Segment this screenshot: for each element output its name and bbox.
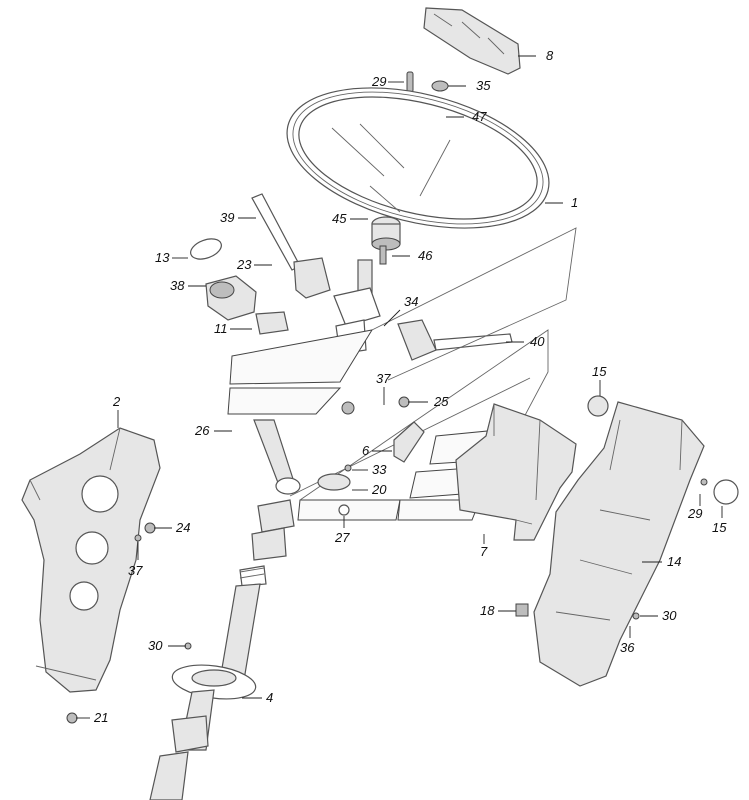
callout-label-c30a: 30 [662,608,677,623]
part-29-pin-right [700,478,708,486]
part-40-switch-lever [397,319,513,361]
callout-label-c30b: 30 [148,638,163,653]
part-38-switch [205,275,257,321]
callout-label-c6: 6 [362,443,370,458]
part-33-nut [344,464,352,472]
part-4-flange [149,664,257,800]
part-27-washer [338,504,350,516]
callout-label-c35: 35 [476,78,491,93]
callout-label-c34: 34 [404,294,418,309]
part-35-bushing [431,80,449,92]
callout-label-c18: 18 [480,603,495,618]
part-11-bracket [255,311,289,335]
callout-label-c20: 20 [371,482,387,497]
callout-label-c47: 47 [472,109,487,124]
part-column-lower-shaft [219,419,301,681]
part-23-switch-body [293,257,331,299]
callout-label-c38: 38 [170,278,185,293]
callout-label-c1: 1 [571,195,578,210]
part-39-lever [251,193,301,271]
part-46-bolt [379,245,387,265]
callout-label-c15a: 15 [592,364,607,379]
callout-label-c2: 2 [112,394,121,409]
callout-label-c13: 13 [155,250,170,265]
callout-label-c8: 8 [546,48,554,63]
callout-label-c29a: 29 [371,74,386,89]
part-18-clip [515,603,529,617]
callout-label-c21: 21 [93,710,108,725]
part-8-hub-cover [423,7,521,75]
callout-label-c14: 14 [667,554,681,569]
callout-label-c36: 36 [620,640,635,655]
part-25-bolt [398,396,410,408]
part-45-hub [371,216,401,251]
part-20-bushing [317,473,351,491]
part-13-ring [190,238,222,260]
callout-leader-c34 [383,309,401,327]
callout-label-c27: 27 [334,530,350,545]
callout-label-c45: 45 [332,211,347,226]
callout-label-c46: 46 [418,248,433,263]
part-14-right-cover [533,401,705,687]
callout-label-c4: 4 [266,690,273,705]
part-6-clamp [393,421,425,463]
callout-label-c24: 24 [175,520,190,535]
callout-label-c11: 11 [214,321,228,336]
callout-label-c40: 40 [530,334,545,349]
part-37-nut-upper [341,401,355,415]
callout-label-c26: 26 [194,423,210,438]
callout-label-c37a: 37 [376,371,391,386]
callout-label-c23: 23 [236,257,252,272]
callout-label-c37b: 37 [128,563,143,578]
callout-label-c39: 39 [220,210,234,225]
part-15-cap-upper [587,395,609,417]
part-2-bracket [21,427,161,693]
callout-label-c25: 25 [433,394,449,409]
part-7-panel [455,403,577,541]
detail-frame-left [227,227,577,415]
part-21-nut [66,712,78,724]
callout-label-c33: 33 [372,462,387,477]
part-15-cap-lower [713,479,739,505]
callout-label-c7: 7 [480,544,488,559]
part-30-screw-right [632,612,640,620]
callout-label-c15b: 15 [712,520,727,535]
part-29-pin-top [406,71,414,93]
part-1-steering-wheel [286,87,550,229]
part-24-bolt [144,522,156,534]
part-37-nut-lower [134,534,142,542]
callout-label-c29b: 29 [687,506,702,521]
